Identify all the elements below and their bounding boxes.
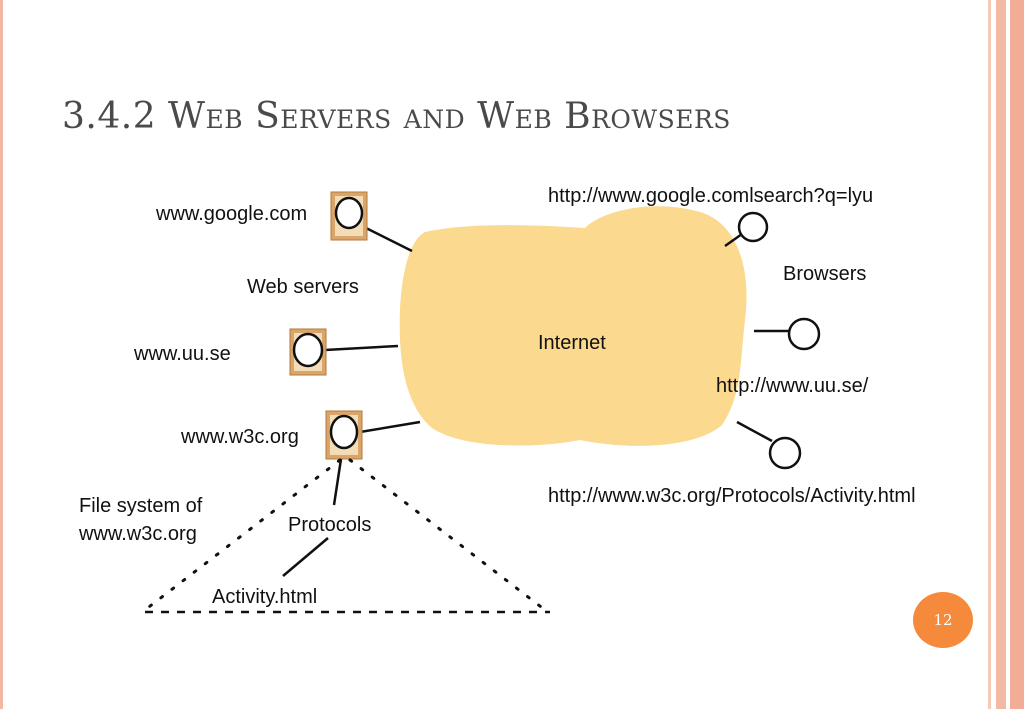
tree-right-edge — [348, 458, 547, 612]
internet-cloud — [399, 206, 747, 446]
file-system-label-line2: www.w3c.org — [79, 523, 197, 545]
slide-title: 3.4.2 Web Servers and Web Browsers — [62, 96, 731, 137]
left-frame-border — [0, 0, 3, 709]
server-label-google: www.google.com — [156, 203, 308, 225]
right-frame-stripes — [984, 0, 1024, 709]
web-servers-label: Web servers — [247, 276, 359, 298]
browser-url-google[interactable]: http://www.google.comlsearch?q=lyu — [548, 185, 874, 207]
browser-node-google[interactable] — [737, 211, 769, 243]
link-google-server — [365, 226, 413, 253]
server-label-uu: www.uu.se — [134, 343, 231, 365]
browser-node-w3c[interactable] — [768, 436, 802, 470]
folder-label-protocols: Protocols — [288, 514, 372, 536]
browser-url-uu[interactable]: http://www.uu.se/ — [716, 375, 869, 397]
tree-left-edge — [143, 458, 342, 612]
link-uu-server — [324, 344, 399, 352]
file-system-label-line1: File system of — [79, 495, 203, 517]
browser-node-uu[interactable] — [787, 317, 821, 351]
server-label-w3c: www.w3c.org — [181, 426, 299, 448]
server-node-google[interactable] — [330, 191, 368, 241]
link-browser-google — [724, 232, 743, 248]
browsers-label: Browsers — [783, 263, 867, 285]
browser-url-w3c[interactable]: http://www.w3c.org/Protocols/Activity.ht… — [548, 485, 916, 507]
link-server-protocols — [332, 458, 343, 506]
server-node-w3c[interactable] — [325, 410, 363, 460]
link-browser-w3c — [736, 420, 773, 443]
server-node-uu[interactable] — [289, 328, 327, 376]
page-number-badge: 12 — [913, 592, 973, 648]
file-label-activity: Activity.html — [212, 586, 318, 608]
link-w3c-server — [359, 420, 421, 434]
internet-label: Internet — [538, 332, 606, 354]
link-protocols-activity — [282, 537, 329, 577]
